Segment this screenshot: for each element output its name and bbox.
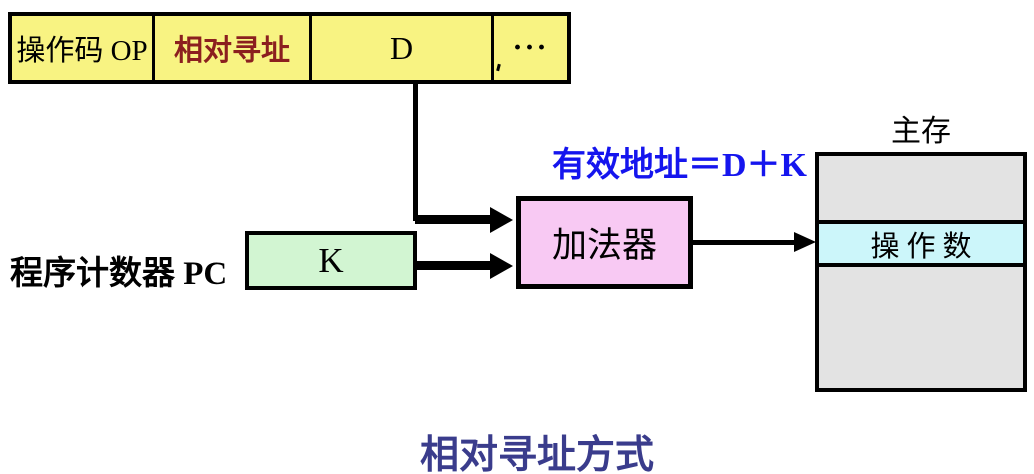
effective-address-formula: 有效地址＝D＋K [552,147,807,184]
d-to-adder-arrow-shaft [415,215,493,224]
main-memory-title: 主存 [891,115,951,148]
ellipsis-cell: ··· [512,31,549,64]
pc-register-value: K [318,240,344,280]
main-memory-box: 操作数 [815,152,1027,392]
pc-to-adder-arrowhead-icon [490,253,513,279]
program-counter-label: 程序计数器 PC [10,256,228,292]
adder-to-memory-arrow-shaft [692,240,796,245]
adder-box: 加法器 [516,196,693,289]
memory-cell-upper [819,156,1023,224]
memory-operand-cell: 操作数 [819,224,1023,267]
adder-to-memory-arrowhead-icon [794,232,816,252]
pc-to-adder-arrow-shaft [417,261,493,270]
addressing-mode-cell: 相对寻址 [155,16,312,80]
pc-register-box: K [245,231,417,290]
operand-label: 操作数 [870,230,979,263]
d-to-adder-vertical-line [413,84,418,221]
memory-cell-lower [819,267,1023,388]
instruction-format-box: 操作码 OP 相对寻址 D ··· [8,12,571,84]
displacement-cell: D [312,16,494,80]
diagram-caption: 相对寻址方式 [419,434,654,474]
opcode-cell: 操作码 OP [12,16,155,80]
d-to-adder-arrowhead-icon [490,207,513,233]
adder-label: 加法器 [551,226,657,265]
